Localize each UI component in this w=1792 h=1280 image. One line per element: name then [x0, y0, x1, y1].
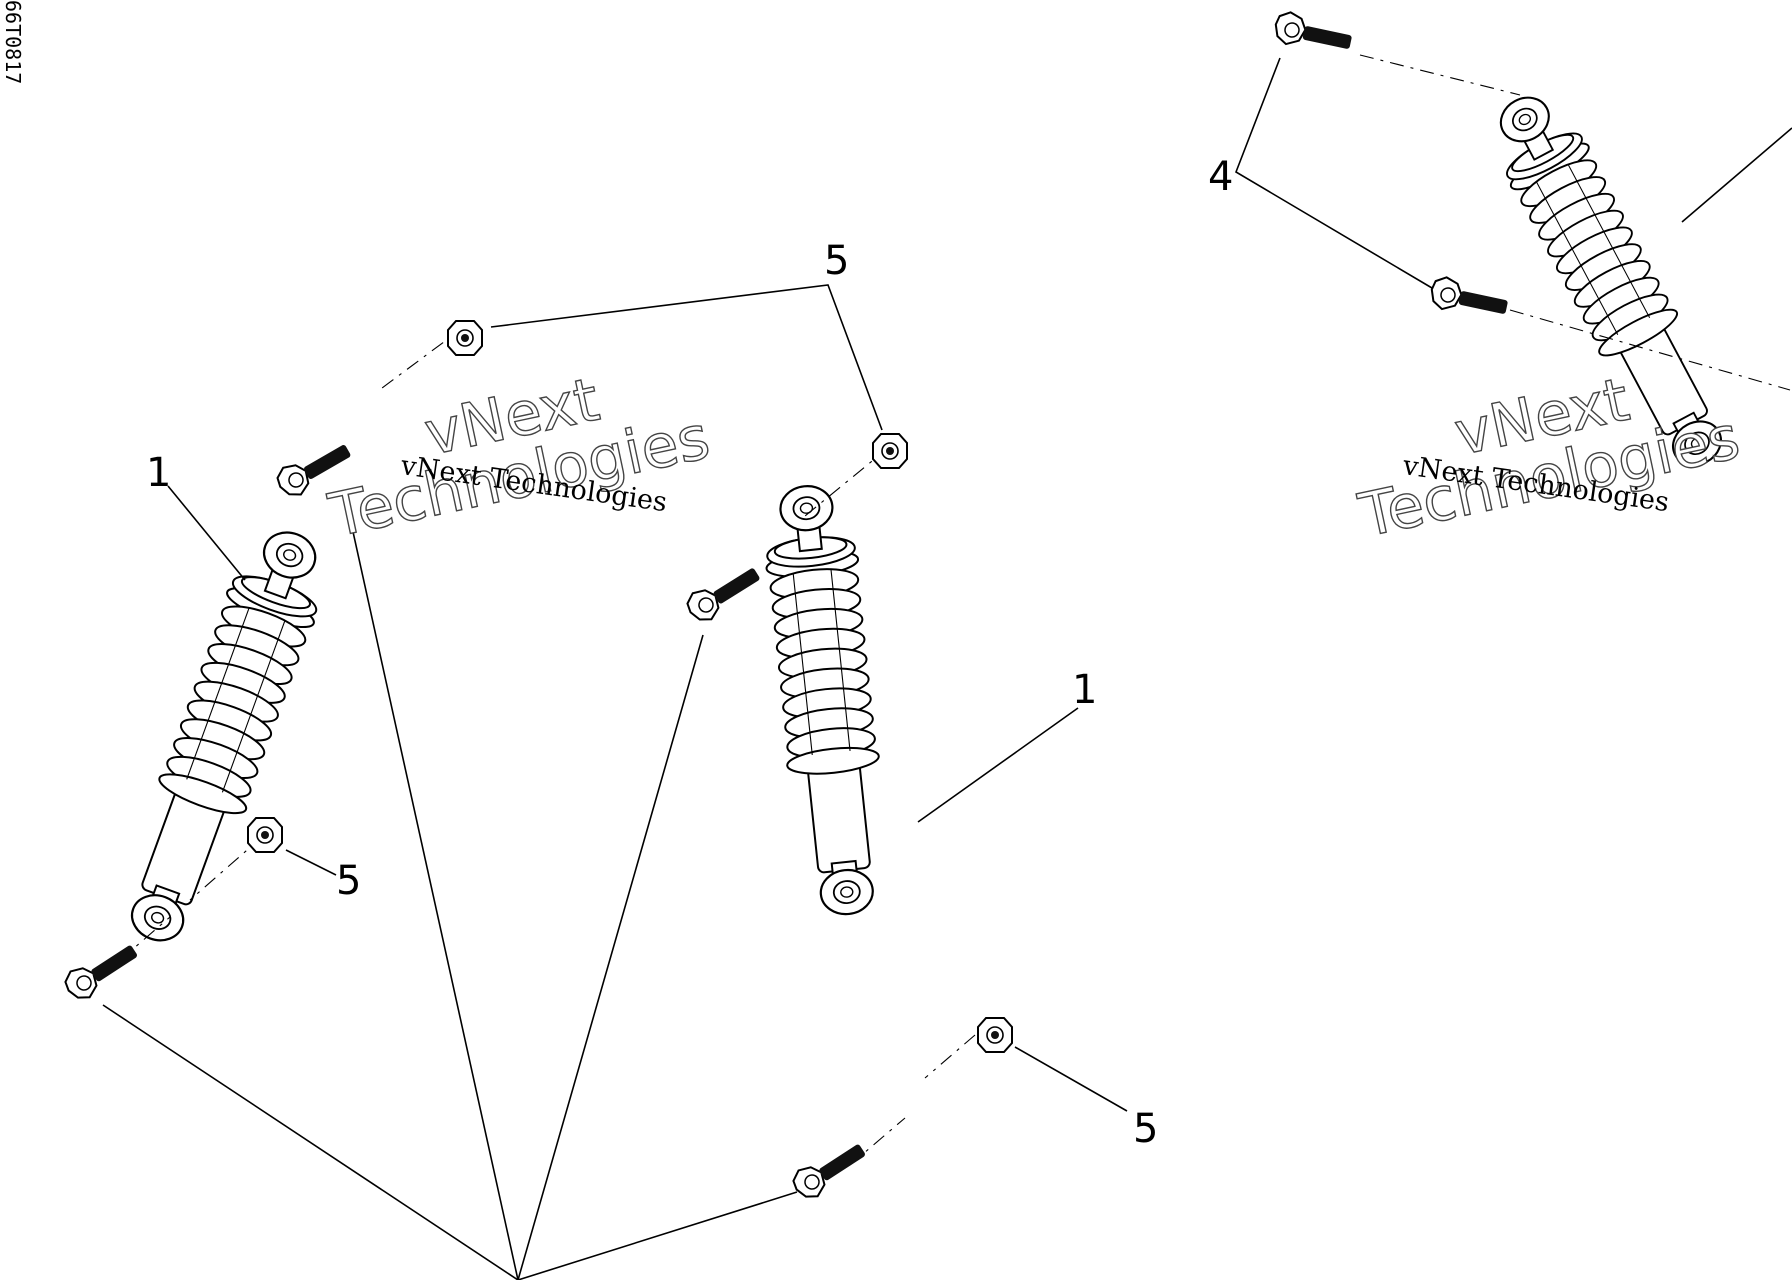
nut-middle-lower [977, 1017, 1013, 1053]
bolt-middle-lower [787, 1134, 872, 1205]
bolt-right-lower [1427, 273, 1512, 324]
bolt-left-lower [59, 935, 144, 1006]
drawing-reference-code: 66T0817 [1, 0, 25, 84]
callout-nut-group-top: 5 [824, 238, 849, 284]
leader-lines [102, 57, 1792, 1280]
shock-absorber-left [107, 519, 341, 955]
watermark-left: vNext Technologies [322, 364, 716, 552]
bolt-right-upper [1271, 8, 1356, 59]
nut-left-lower [247, 817, 283, 853]
callout-shock-middle: 1 [1072, 667, 1097, 713]
callout-shock-left: 1 [146, 450, 171, 496]
bolt-middle-upper [681, 557, 766, 628]
callout-bolt-group-right: 4 [1208, 154, 1233, 200]
shock-absorber-middle [758, 481, 894, 918]
callout-nut-left-lower: 5 [336, 858, 361, 904]
nut-top-middle [872, 433, 908, 469]
nut-top-left [447, 320, 483, 356]
callout-nut-middle-lower: 5 [1133, 1106, 1158, 1152]
